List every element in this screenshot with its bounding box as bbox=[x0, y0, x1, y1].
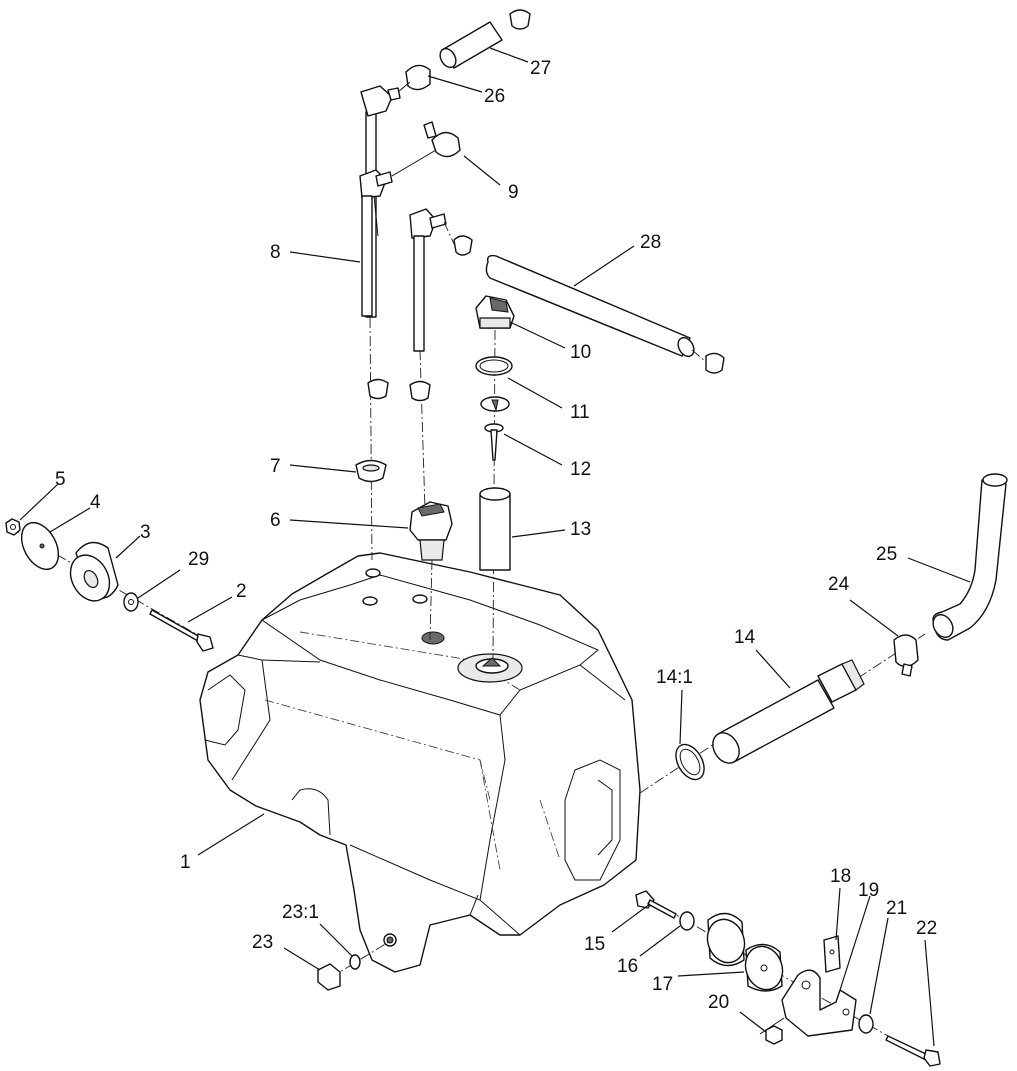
callout-4: 4 bbox=[90, 492, 101, 513]
callout-19: 19 bbox=[858, 880, 879, 901]
left-mount-hardware bbox=[5, 518, 214, 652]
filter-and-outlet-hose bbox=[639, 473, 1008, 794]
callout-20: 20 bbox=[708, 992, 729, 1013]
callout-8: 8 bbox=[270, 242, 281, 263]
callout-24: 24 bbox=[828, 574, 850, 595]
callout-5: 5 bbox=[55, 469, 66, 490]
vent-hose bbox=[443, 221, 725, 374]
callout-labels: 1 2 3 4 5 6 7 8 9 10 11 12 13 14 14:1 15… bbox=[55, 58, 937, 1013]
callout-16: 16 bbox=[617, 956, 638, 977]
callout-27: 27 bbox=[530, 58, 551, 79]
callout-17: 17 bbox=[652, 974, 673, 995]
callout-6: 6 bbox=[270, 510, 281, 531]
fuel-tubes-and-fittings bbox=[355, 9, 531, 561]
callout-2: 2 bbox=[236, 581, 247, 602]
callout-12: 12 bbox=[570, 459, 591, 480]
callout-25: 25 bbox=[876, 544, 897, 565]
callout-10: 10 bbox=[570, 342, 591, 363]
callout-23: 23 bbox=[252, 932, 273, 953]
callout-14: 14 bbox=[734, 627, 756, 648]
callout-15: 15 bbox=[584, 934, 605, 955]
right-mount-hardware bbox=[635, 890, 941, 1067]
callout-13: 13 bbox=[570, 519, 591, 540]
callout-7: 7 bbox=[270, 456, 281, 477]
fuel-tank bbox=[199, 552, 641, 973]
fuel-sender bbox=[409, 501, 453, 641]
callout-21: 21 bbox=[886, 898, 907, 919]
callout-1: 1 bbox=[180, 852, 191, 873]
callout-23-1: 23:1 bbox=[282, 902, 319, 923]
drain-plug bbox=[317, 939, 393, 991]
callout-9: 9 bbox=[508, 182, 519, 203]
leader-lines bbox=[19, 47, 971, 1047]
callout-3: 3 bbox=[140, 522, 151, 543]
callout-29: 29 bbox=[188, 549, 209, 570]
fuel-cap-assembly bbox=[475, 295, 515, 661]
callout-18: 18 bbox=[830, 866, 851, 887]
callout-26: 26 bbox=[484, 86, 505, 107]
callout-14-1: 14:1 bbox=[656, 667, 693, 688]
callout-22: 22 bbox=[916, 918, 937, 939]
callout-28: 28 bbox=[640, 232, 661, 253]
callout-11: 11 bbox=[570, 402, 590, 423]
